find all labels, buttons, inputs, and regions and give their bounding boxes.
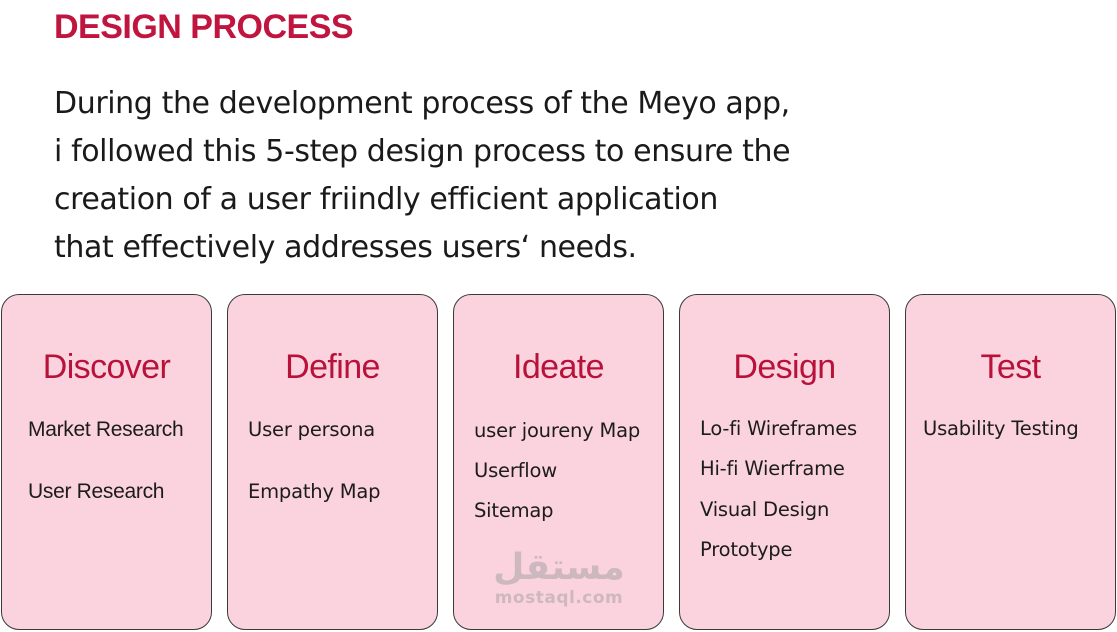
step-item: Usability Testing [923, 417, 1079, 440]
step-title: Define [285, 348, 380, 386]
step-card-ideate: Ideate user joureny Map Userflow Sitemap [453, 294, 664, 630]
step-item: Userflow [474, 459, 558, 482]
step-item: Market Research [28, 418, 184, 441]
step-card-discover: Discover Market Research User Research [1, 294, 212, 630]
step-title: Design [733, 348, 836, 386]
step-card-test: Test Usability Testing [905, 294, 1116, 630]
step-title: Discover [42, 348, 171, 386]
step-title: Test [980, 348, 1042, 386]
step-item: Sitemap [474, 499, 554, 522]
page-title: DESIGN PROCESS [54, 8, 354, 46]
intro-paragraph: During the development process of the Me… [54, 80, 954, 272]
watermark-url: mostaql.com [494, 588, 624, 608]
step-card-define: Define User persona Empathy Map [227, 294, 438, 630]
step-item: User persona [248, 418, 376, 441]
intro-line: creation of a user friindly efficient ap… [54, 182, 718, 217]
mostaql-watermark: مستقل mostaql.com [484, 547, 634, 609]
step-item: user joureny Map [474, 419, 641, 442]
intro-line: i followed this 5-step design process to… [54, 134, 791, 169]
step-item: Prototype [700, 538, 793, 561]
step-item: Lo-fi Wireframes [700, 417, 857, 440]
step-title: Ideate [513, 348, 605, 386]
step-item: User Research [28, 480, 165, 503]
step-item: Hi-fi Wierframe [700, 457, 845, 480]
step-card-design: Design Lo-fi Wireframes Hi-fi Wierframe … [679, 294, 890, 630]
watermark-logo: مستقل [493, 547, 625, 588]
step-item: Empathy Map [248, 480, 381, 503]
intro-line: that effectively addresses users‘ needs. [54, 230, 637, 265]
step-item: Visual Design [700, 498, 830, 521]
intro-line: During the development process of the Me… [54, 86, 790, 121]
